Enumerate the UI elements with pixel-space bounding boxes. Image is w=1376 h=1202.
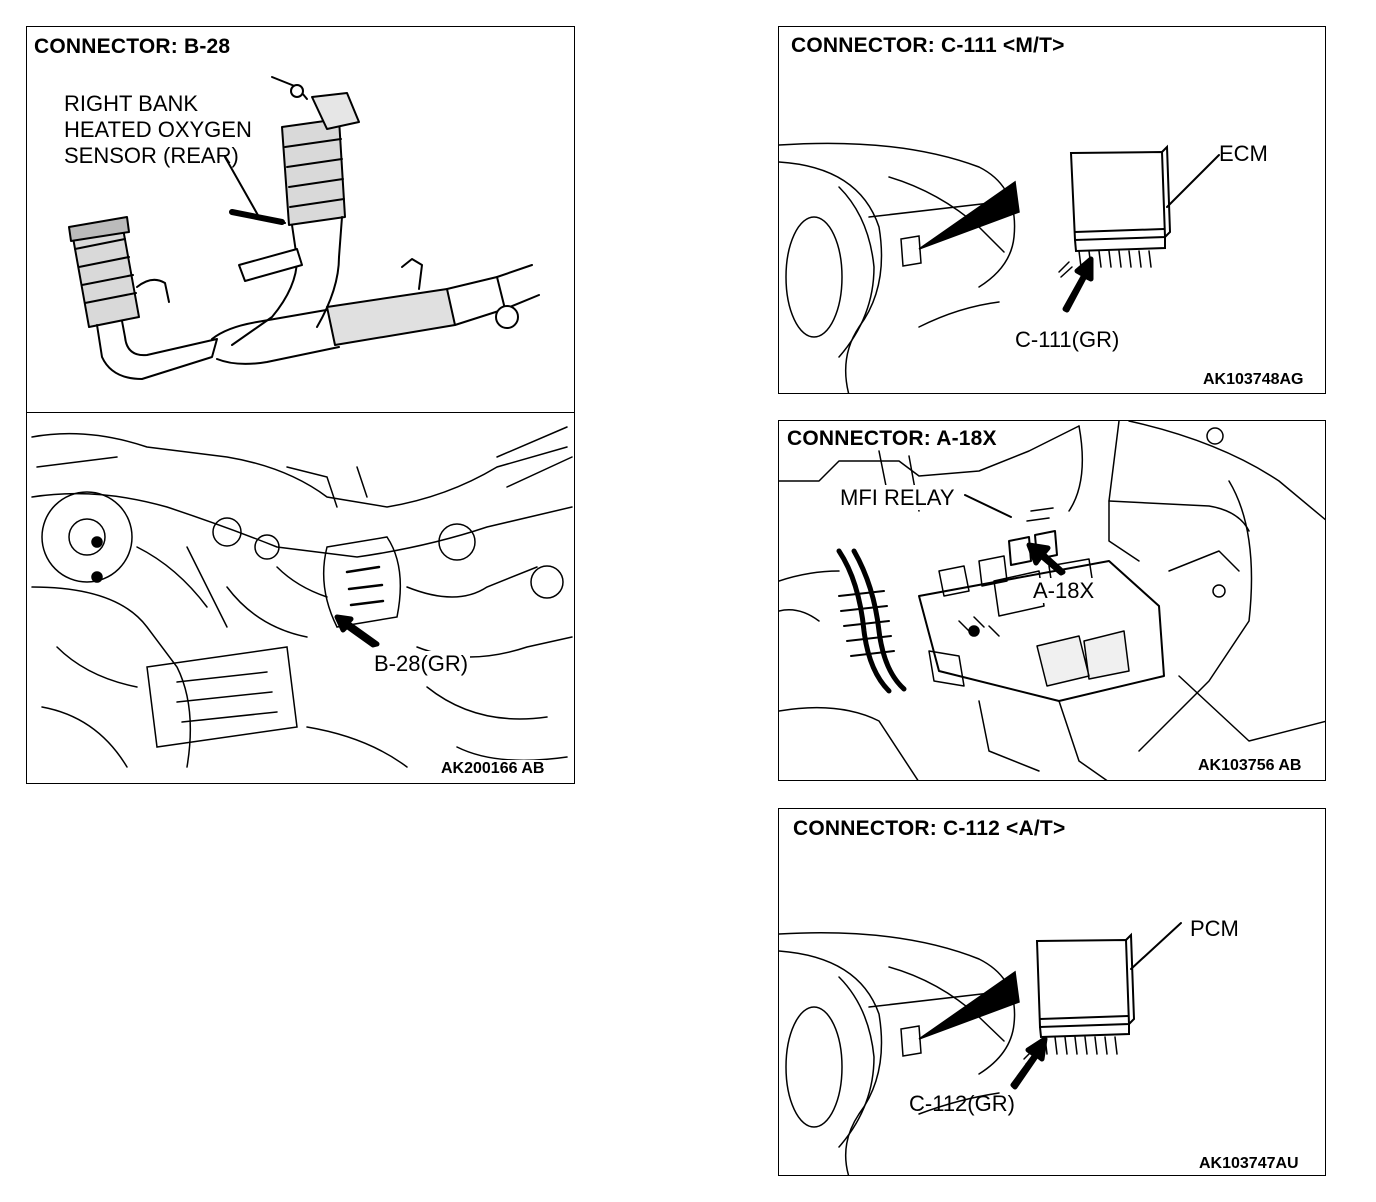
module-label: ECM [1219, 141, 1268, 166]
panel-title: CONNECTOR: C-112 <A/T> [793, 817, 1066, 840]
module-label: PCM [1190, 916, 1239, 941]
figure-code: AK103747AU [1199, 1155, 1299, 1172]
panel-title: CONNECTOR: A-18X [787, 427, 997, 450]
panel-connector-c112: CONNECTOR: C-112 <A/T> PCM C-112(GR) AK1… [778, 808, 1326, 1176]
figure-code: AK103756 AB [1198, 757, 1302, 774]
exhaust-drawing [68, 76, 540, 380]
panel-connector-a18x: CONNECTOR: A-18X MFI RELAY A-18X AK10375… [778, 420, 1326, 781]
panel-connector-b28: CONNECTOR: B-28 RIGHT BANK HEATED OXYGEN… [26, 26, 575, 784]
sensor-label-line3: SENSOR (REAR) [64, 143, 239, 168]
connector-label: A-18X [1031, 578, 1097, 603]
dashboard-ecm-drawing [779, 142, 1220, 393]
panel-title: CONNECTOR: B-28 [34, 35, 231, 58]
engine-bay-drawing [31, 426, 573, 768]
sensor-label-line1: RIGHT BANK [64, 91, 199, 116]
dashboard-pcm-drawing [779, 922, 1182, 1175]
connector-label: C-112(GR) [909, 1091, 1015, 1116]
figure-code: AK103748AG [1203, 371, 1304, 388]
figure-code: AK200166 AB [439, 760, 547, 778]
sensor-label-line2: HEATED OXYGEN [64, 117, 252, 142]
panel-title: CONNECTOR: C-111 <M/T> [791, 34, 1065, 57]
connector-label: C-111(GR) [1015, 327, 1120, 352]
connector-label: B-28(GR) [372, 651, 471, 676]
relay-label: MFI RELAY [838, 485, 957, 510]
panel-divider [27, 412, 574, 413]
panel-connector-c111: CONNECTOR: C-111 <M/T> ECM C-111(GR) AK1… [778, 26, 1326, 394]
